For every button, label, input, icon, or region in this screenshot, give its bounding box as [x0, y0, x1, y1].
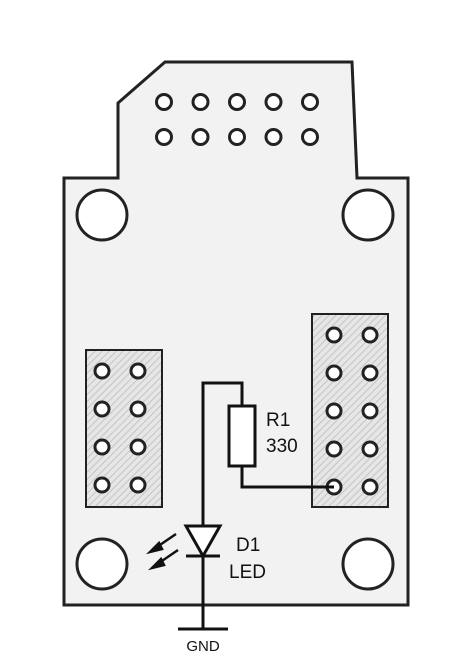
top-header-pin: [264, 93, 283, 111]
left-header-pin: [129, 476, 147, 494]
left-header-pins: [93, 362, 147, 494]
left-header-pin: [129, 438, 147, 456]
right-header-pin: [325, 326, 343, 344]
led-light-emission-arrows: [145, 532, 179, 571]
right-header-pin: [361, 402, 379, 420]
ground-label: GND: [186, 638, 220, 655]
left-header-pin: [93, 438, 111, 456]
top-header-pin: [191, 93, 210, 111]
top-header: [155, 93, 319, 146]
right-header-pin: [325, 364, 343, 382]
mounting-hole-top-right: [341, 188, 395, 242]
top-header-pin: [228, 128, 246, 146]
right-header-pins: [325, 326, 379, 496]
right-header-pin: [325, 440, 343, 458]
top-header-pin: [264, 128, 283, 146]
mounting-hole-bottom-left: [75, 537, 129, 591]
resistor-r1: [227, 404, 257, 468]
top-header-pin: [191, 128, 210, 146]
left-header-pin: [93, 400, 111, 418]
top-header-pin: [301, 93, 319, 111]
left-header-pin: [93, 476, 111, 494]
mounting-hole-bottom-right: [341, 537, 395, 591]
left-header-pin: [93, 362, 111, 380]
top-header-pin: [301, 128, 319, 146]
wire-resistor-to-header: [240, 466, 334, 489]
wire-led-to-resistor: [201, 381, 244, 526]
top-header-pin: [155, 128, 173, 146]
right-header-pin: [325, 402, 343, 420]
left-header-pin: [129, 400, 147, 418]
resistor-ref-label: R1: [266, 410, 290, 431]
right-header-pin: [361, 478, 379, 496]
right-header-pin: [361, 440, 379, 458]
mounting-hole-top-left: [75, 188, 129, 242]
resistor-value-label: 330: [266, 436, 298, 457]
top-header-pin: [155, 93, 173, 111]
right-header-pin: [361, 326, 379, 344]
left-header-pin: [129, 362, 147, 380]
led-ref-label: D1: [236, 535, 260, 556]
led-value-label: LED: [229, 562, 266, 583]
top-header-pin: [228, 93, 246, 111]
led-d1: [183, 524, 223, 560]
right-header-pin: [361, 364, 379, 382]
